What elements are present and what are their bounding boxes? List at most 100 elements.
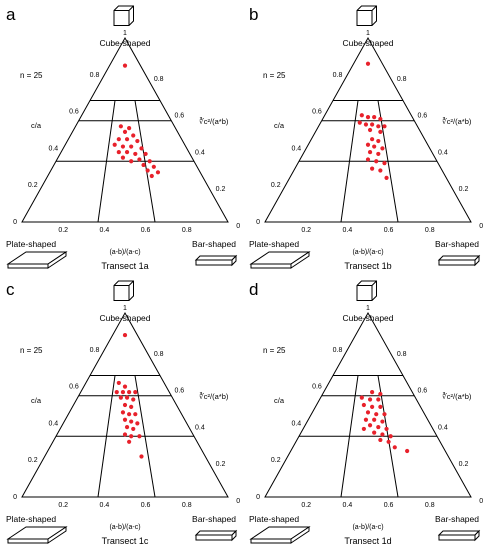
plate-shaped-icon (6, 526, 68, 544)
data-point (405, 448, 410, 454)
left-tick-label: 0.8 (90, 72, 100, 79)
right-tick-label: 0.8 (397, 76, 407, 83)
top-tick-label: 1 (366, 30, 370, 37)
data-point (122, 402, 128, 408)
plate-side (290, 526, 310, 544)
panel-title: Transect 1c (102, 536, 149, 546)
data-point (378, 391, 383, 397)
data-point (147, 159, 152, 164)
data-point (370, 390, 375, 395)
data-point (365, 142, 371, 147)
left-tick-label: 0.6 (69, 109, 79, 116)
left-axis-label: c/a (274, 121, 285, 130)
data-point (120, 390, 126, 395)
data-point (392, 445, 397, 450)
data-point (386, 439, 391, 444)
data-point (120, 144, 126, 149)
bar-top (194, 255, 238, 261)
data-point (116, 380, 121, 386)
data-point (131, 133, 136, 138)
top-tick-label: 1 (366, 305, 370, 312)
bottom-tick-label: 0.2 (58, 502, 68, 509)
data-point (118, 395, 123, 400)
data-point (149, 173, 154, 179)
data-point (372, 417, 377, 422)
right-tick-label: 0 (236, 498, 240, 505)
right-tick-label: 0.2 (459, 186, 469, 193)
plate-shaped-icon (249, 526, 311, 544)
panel-letter: c (6, 280, 15, 299)
data-point (359, 395, 364, 400)
data-point (120, 410, 126, 415)
data-point (382, 161, 387, 166)
data-point (370, 166, 375, 171)
plate-front (250, 263, 292, 269)
data-point (122, 129, 128, 134)
data-point (374, 159, 379, 164)
cube-shaped-icon (113, 280, 134, 301)
left-tick-label: 0.4 (291, 145, 301, 152)
right-axis-label: ∛c²/(a*b) (442, 116, 472, 126)
ternary-triangle (21, 36, 229, 223)
ternary-triangle (264, 311, 472, 498)
right-tick-label: 0.8 (154, 76, 164, 83)
data-point (114, 390, 119, 395)
bottom-tick-label: 0.4 (343, 502, 353, 509)
data-point (365, 410, 371, 415)
data-point (361, 426, 366, 432)
data-point (384, 426, 389, 432)
right-tick-label: 0.2 (216, 186, 226, 193)
data-point (372, 144, 377, 149)
data-point (376, 124, 381, 129)
right-tick-label: 0.6 (174, 388, 184, 395)
bottom-tick-label: 0.6 (141, 502, 151, 509)
data-point (376, 424, 381, 430)
bottom-tick-label: 0.6 (141, 227, 151, 234)
data-point (151, 164, 156, 169)
right-vertex-label: Bar-shaped (435, 514, 479, 524)
cube-shaped-icon (356, 280, 377, 301)
bar-side (474, 529, 480, 542)
grid-line-diagonal (340, 375, 359, 498)
data-point (124, 395, 130, 400)
data-point (367, 127, 373, 133)
cube-edges (357, 280, 377, 301)
cube-edges (357, 5, 377, 26)
plate-front (7, 538, 49, 544)
bottom-axis-label: (a-b)/(a-c) (109, 524, 140, 531)
data-point (122, 332, 128, 338)
data-point (367, 423, 373, 428)
data-point (137, 434, 142, 439)
data-point (141, 162, 146, 168)
ternary-triangle (264, 36, 472, 223)
data-point (122, 432, 128, 437)
data-point (139, 454, 144, 459)
top-vertex-label: Cube-shaped (99, 38, 150, 48)
bar-top (437, 255, 481, 261)
data-point (135, 138, 140, 144)
bar-top (194, 530, 238, 536)
data-point (365, 61, 371, 66)
bottom-tick-label: 0.4 (100, 502, 110, 509)
left-tick-label: 0.6 (312, 109, 322, 116)
cube-shaped-icon (113, 5, 134, 26)
data-point (124, 137, 130, 142)
data-point (384, 175, 389, 180)
data-point (378, 116, 383, 122)
data-point (127, 439, 132, 444)
cube-edges (114, 280, 134, 301)
bottom-tick-label: 0.8 (425, 502, 435, 509)
grid-line-diagonal (340, 100, 359, 223)
right-tick-label: 0.4 (438, 149, 448, 156)
n-label: n = 25 (20, 346, 43, 355)
left-tick-label: 0 (256, 494, 260, 501)
right-tick-label: 0.6 (417, 388, 427, 395)
left-vertex-label: Plate-shaped (6, 514, 56, 524)
top-tick-label: 1 (123, 305, 127, 312)
plate-side (47, 251, 67, 269)
left-axis-label: c/a (31, 121, 42, 130)
grid-line-diagonal (97, 100, 116, 223)
panel-title: Transect 1d (344, 536, 391, 546)
